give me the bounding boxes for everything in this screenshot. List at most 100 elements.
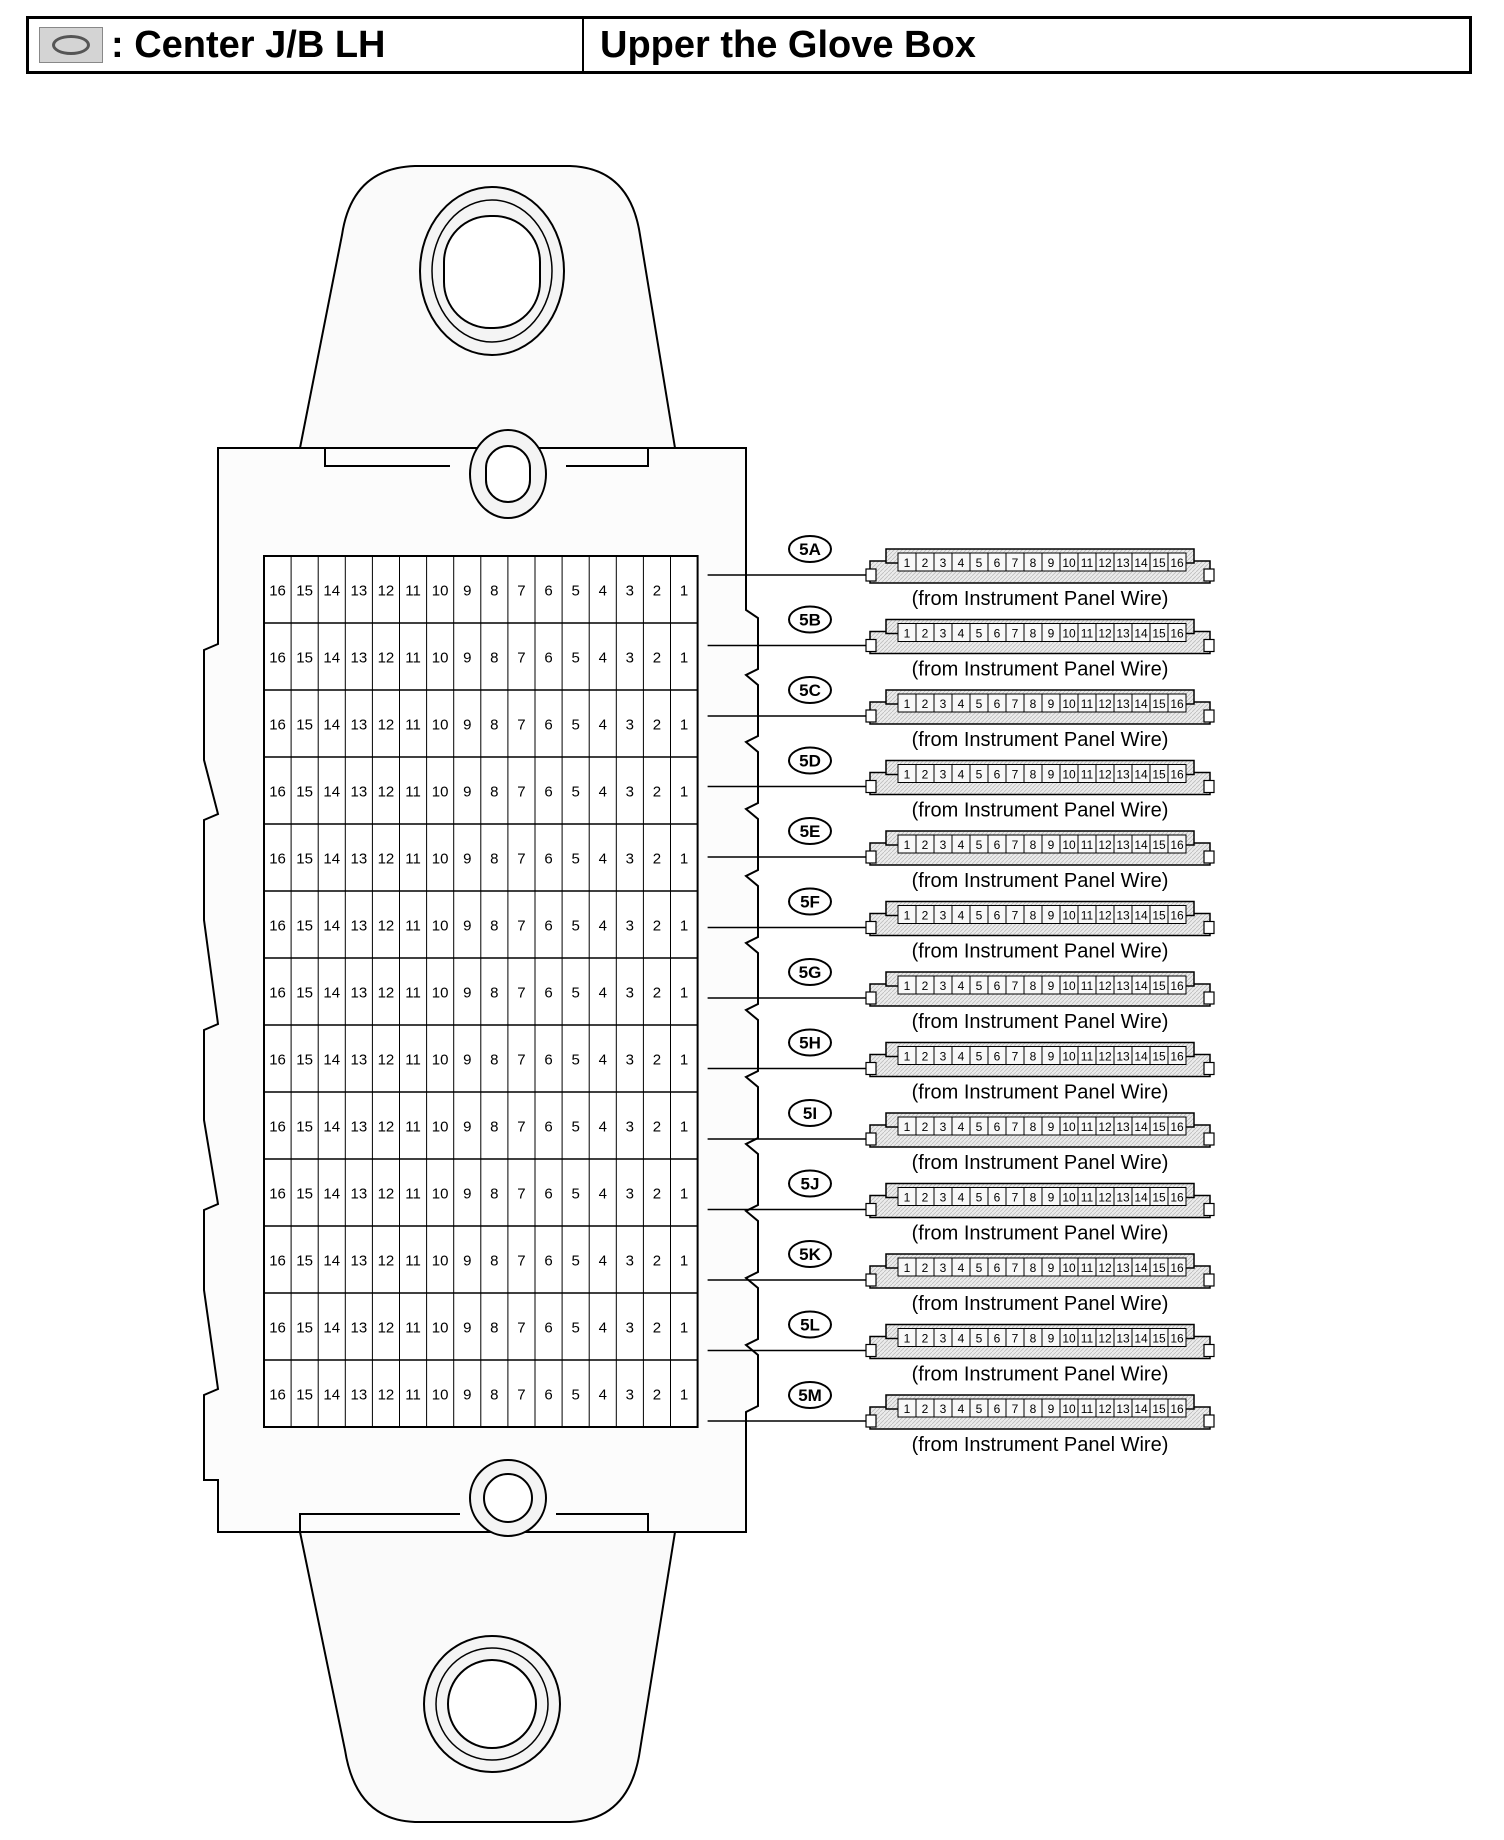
pin-number: 1 [680,1119,688,1136]
pin-number: 9 [463,1320,471,1337]
pin-number: 6 [544,1052,552,1069]
pin-number: 8 [490,1052,498,1069]
pin-number: 10 [432,1119,449,1136]
pin-number: 12 [378,650,395,667]
pin-number: 1 [680,650,688,667]
pin-number: 1 [680,918,688,935]
pin-number: 2 [653,1119,661,1136]
pin-number: 3 [626,851,634,868]
connector-pin-number: 12 [1098,556,1112,570]
connector-pin-number: 14 [1134,556,1148,570]
pin-number: 10 [432,650,449,667]
connector-pin-number: 2 [922,1191,929,1205]
connector-pin-number: 14 [1134,1261,1148,1275]
pin-number: 3 [626,717,634,734]
connector-pin-number: 6 [994,627,1001,641]
connector-badge [788,1169,832,1198]
pin-number: 16 [269,1253,286,1270]
pin-number: 13 [351,1253,368,1270]
pin-number: 11 [405,1052,421,1069]
pin-number: 5 [571,1320,579,1337]
pin-number: 13 [351,650,368,667]
connector-pin-number: 2 [922,556,929,570]
pin-number: 14 [323,1320,340,1337]
connector-pin-number: 7 [1012,1261,1019,1275]
pin-number: 9 [463,1052,471,1069]
connector-pin-number: 7 [1012,1050,1019,1064]
connector-pin-number: 3 [940,1332,947,1346]
pin-number: 16 [269,851,286,868]
pin-number: 4 [599,1119,607,1136]
connector-pin-number: 12 [1098,1050,1112,1064]
pin-number: 15 [296,650,313,667]
connector-badge [788,535,832,563]
pin-number: 8 [490,650,498,667]
diagram-header: : Center J/B LH Upper the Glove Box [26,16,1472,74]
connector-pin-number: 9 [1048,909,1055,923]
connector-pin-number: 10 [1062,838,1076,852]
pin-number: 11 [405,784,421,801]
connector-pin-number: 4 [958,1261,965,1275]
connector-pin-number: 8 [1030,697,1037,711]
connector-pin-number: 2 [922,768,929,782]
connector-source-label: (from Instrument Panel Wire) [912,1293,1169,1315]
connector-pin-number: 9 [1048,979,1055,993]
connector-pin-number: 16 [1170,1120,1184,1134]
connector-pin-number: 8 [1030,1191,1037,1205]
header-right-title: Upper the Glove Box [600,23,976,66]
connector-pin-number: 5 [976,1120,983,1134]
pin-number: 13 [351,717,368,734]
connector-pin-number: 9 [1048,1120,1055,1134]
pin-number: 10 [432,851,449,868]
pin-number: 15 [296,1253,313,1270]
connector-source-label: (from Instrument Panel Wire) [912,1434,1169,1456]
connector-badge [788,1381,832,1409]
pin-number: 13 [351,583,368,600]
top-mount-hole-ring [431,199,553,343]
connector-pin-number: 15 [1152,768,1166,782]
pin-number: 15 [296,851,313,868]
connector-pin-number: 2 [922,979,929,993]
connector-pin-number: 3 [940,768,947,782]
connector-pin-number: 16 [1170,1332,1184,1346]
pin-number: 13 [351,918,368,935]
connector-pin-number: 9 [1048,1261,1055,1275]
connector-pin-number: 4 [958,768,965,782]
connector-pin-number: 4 [958,1120,965,1134]
connector-pin-number: 2 [922,1120,929,1134]
pin-number: 6 [544,1253,552,1270]
pin-number: 4 [599,1253,607,1270]
connector-pin-number: 3 [940,1261,947,1275]
pin-number: 1 [680,1387,688,1404]
pin-number: 13 [351,1186,368,1203]
pin-number: 1 [680,1320,688,1337]
connector-pin-number: 14 [1134,1191,1148,1205]
pin-number: 10 [432,918,449,935]
connector-pin-number: 8 [1030,1261,1037,1275]
pin-number: 11 [405,650,421,667]
pin-number: 11 [405,985,421,1002]
pin-number: 12 [378,1052,395,1069]
connector-pin-number: 2 [922,627,929,641]
connector-pin-number: 7 [1012,556,1019,570]
connector-code: 5B [799,611,821,630]
header-right-cell: Upper the Glove Box [584,19,1469,71]
pin-number: 12 [378,1253,395,1270]
connector-pin-number: 5 [976,697,983,711]
pin-number: 11 [405,918,421,935]
connector-source-label: (from Instrument Panel Wire) [912,800,1169,822]
connector-pin-number: 4 [958,1332,965,1346]
connector-pin-number: 13 [1116,1050,1130,1064]
pin-number: 16 [269,985,286,1002]
pin-number: 11 [405,717,421,734]
